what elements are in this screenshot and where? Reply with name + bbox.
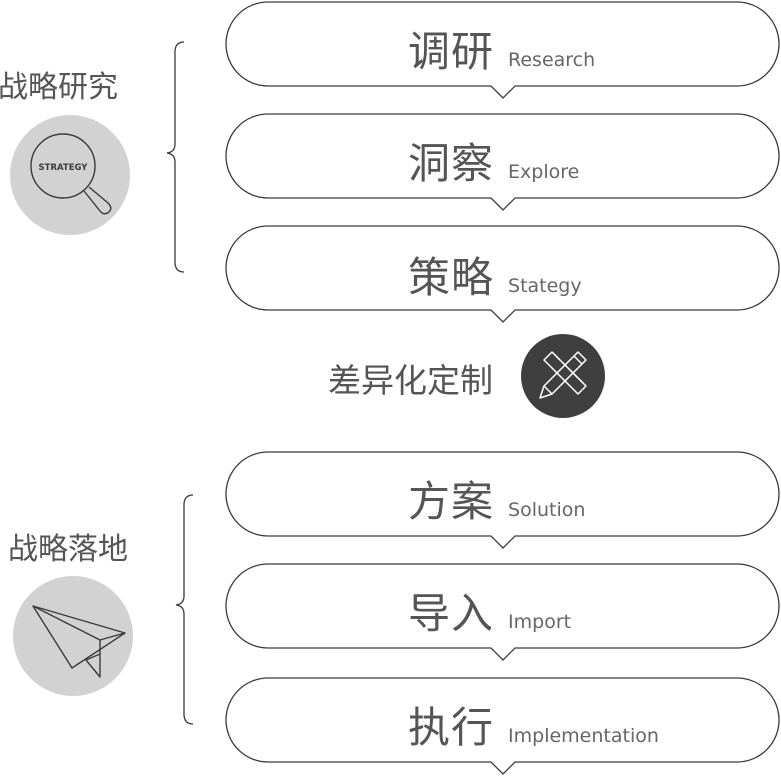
step-bubble-explore (225, 113, 780, 211)
step-implementation-en: Implementation (508, 725, 659, 747)
step-bubble-import (225, 563, 780, 661)
step-strategy-en: Stategy (508, 275, 582, 297)
landing-brace (175, 494, 194, 725)
research-section-label: 战略研究 (0, 70, 118, 105)
middle-icon-circle (521, 334, 605, 418)
step-import-zh: 导入 (408, 589, 495, 638)
step-explore-en: Explore (508, 161, 580, 183)
step-solution-en: Solution (508, 499, 586, 521)
step-research: 调研 Research (408, 18, 595, 79)
magnifier-icon-text: STRATEGY (39, 163, 89, 173)
step-explore: 洞察 Explore (408, 130, 579, 191)
landing-section-label: 战略落地 (8, 532, 128, 567)
research-icon-circle (10, 115, 130, 235)
step-strategy-zh: 策略 (408, 253, 495, 302)
step-explore-zh: 洞察 (408, 139, 495, 188)
paper-plane-icon (32, 605, 126, 678)
step-import-en: Import (508, 611, 572, 633)
magnifier-icon (30, 133, 112, 215)
step-research-en: Research (508, 49, 596, 71)
step-bubble-solution (225, 451, 780, 549)
landing-icon-circle (13, 576, 133, 696)
step-strategy: 策略 Stategy (408, 244, 582, 305)
step-research-zh: 调研 (408, 27, 495, 76)
step-solution-zh: 方案 (408, 477, 495, 526)
step-import: 导入 Import (408, 580, 571, 641)
step-bubble-implementation (225, 677, 780, 775)
step-implementation-zh: 执行 (408, 703, 495, 752)
step-bubble-research (225, 1, 780, 99)
middle-label: 差异化定制 (328, 361, 493, 400)
ruler-pencil-icon (539, 351, 587, 399)
research-brace (166, 41, 185, 273)
step-bubble-strategy (225, 225, 780, 323)
step-implementation: 执行 Implementation (408, 694, 659, 755)
step-solution: 方案 Solution (408, 468, 585, 529)
